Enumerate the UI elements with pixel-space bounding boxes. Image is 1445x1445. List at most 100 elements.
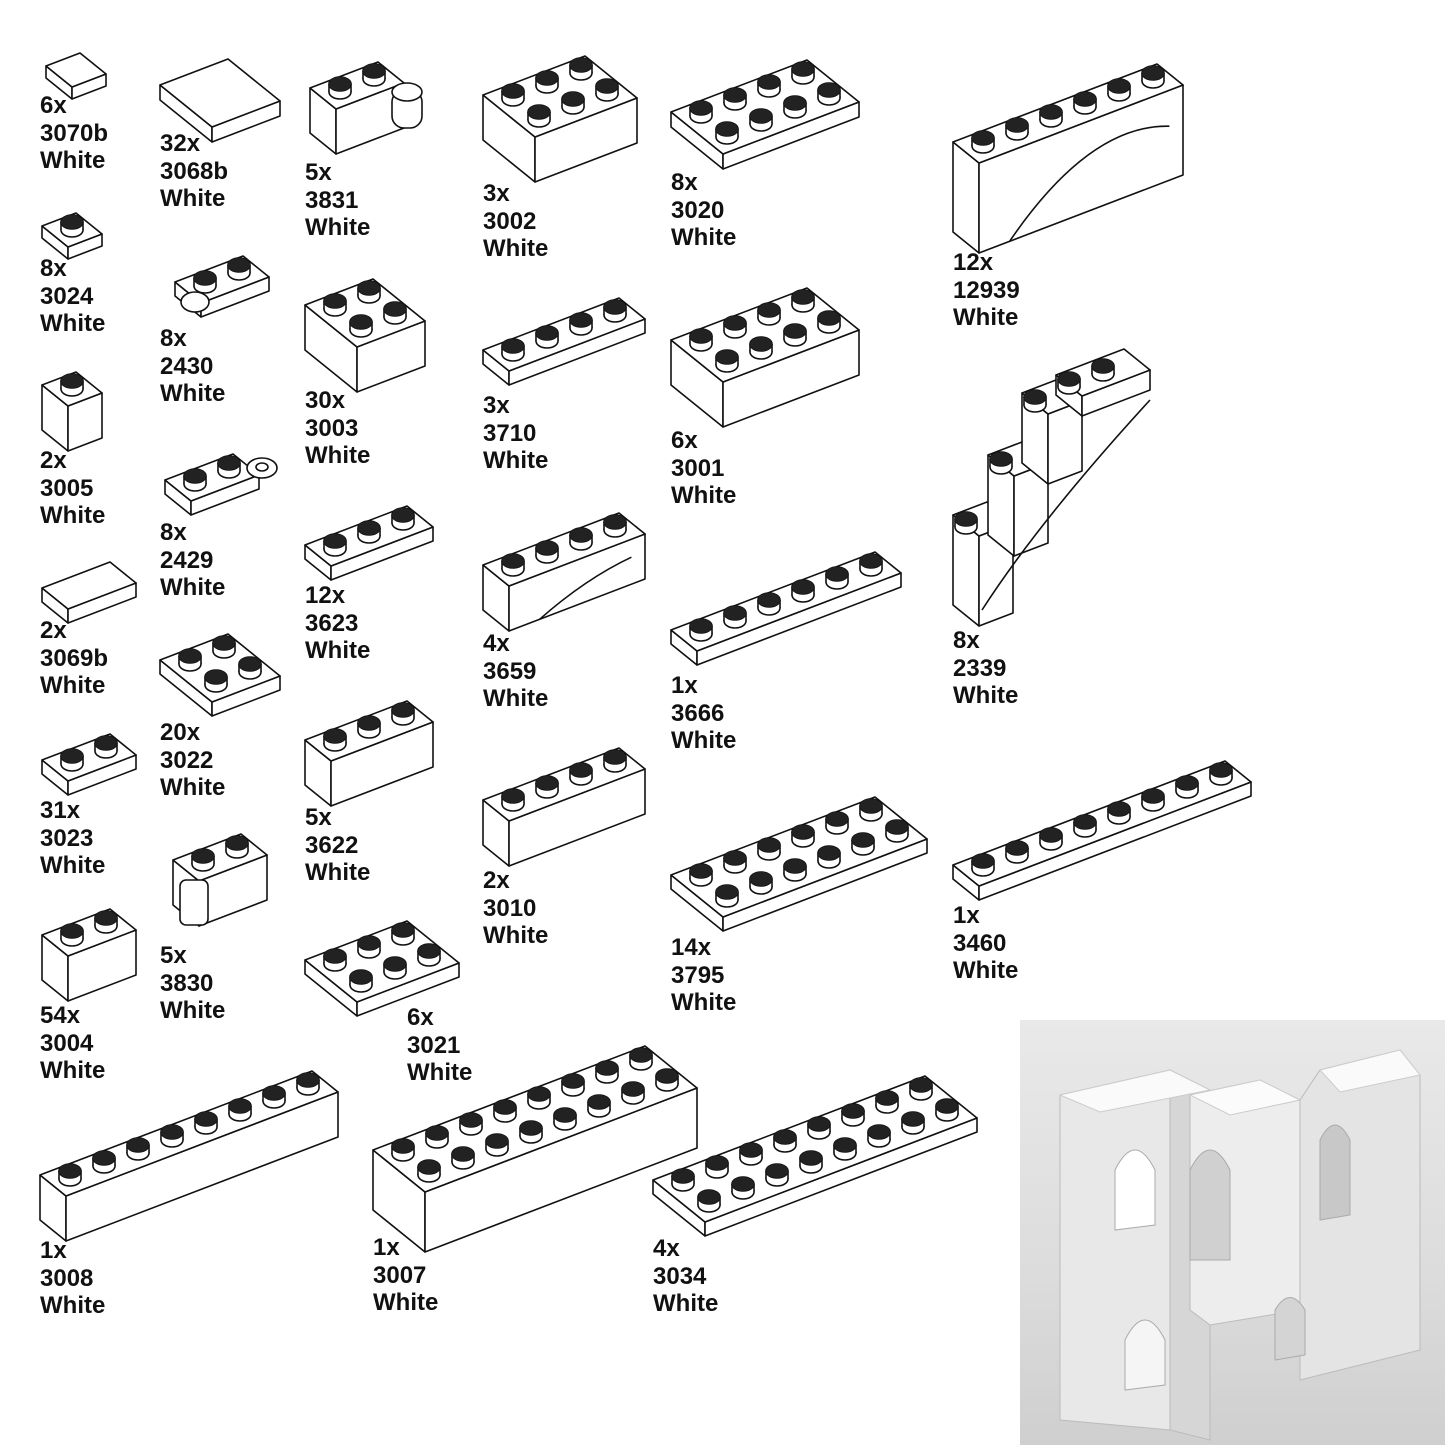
part-quantity: 3x [483,392,510,419]
part-quantity: 1x [40,1237,67,1264]
part-drawing-3710 [482,297,646,386]
part-quantity: 6x [40,92,67,119]
part-quantity: 4x [483,630,510,657]
part-drawing-2339 [952,348,1151,627]
part-quantity: 5x [160,942,187,969]
part-drawing-3024 [41,212,103,260]
part-quantity: 6x [671,427,698,454]
part-quantity: 12x [953,249,994,276]
part-number: 3830 [160,969,214,997]
part-color: White [671,224,737,251]
part-drawing-3460 [952,760,1252,901]
part-quantity: 1x [953,902,980,929]
part-quantity: 6x [407,1004,434,1031]
part-quantity: 5x [305,159,332,186]
part-quantity: 1x [671,672,698,699]
part-drawing-3002 [482,55,638,183]
part-color: White [671,989,737,1016]
part-quantity: 54x [40,1002,81,1029]
part-number: 2339 [953,654,1007,682]
part-quantity: 30x [305,387,346,414]
part-drawing-3795 [670,796,928,932]
part-color: White [160,185,226,212]
part-drawing-3023 [41,733,137,796]
part-number: 3070b [40,119,109,147]
part-quantity: 31x [40,797,81,824]
part-number: 3008 [40,1264,94,1292]
part-number: 3069b [40,644,109,672]
part-quantity: 8x [160,519,187,546]
part-quantity: 8x [953,627,980,654]
part-drawing-2430 [174,255,270,318]
part-number: 3002 [483,207,537,235]
part-quantity: 1x [373,1234,400,1261]
part-number: 3795 [671,961,725,989]
part-color: White [160,774,226,801]
part-color: White [653,1290,719,1317]
part-number: 3007 [373,1261,427,1289]
part-quantity: 8x [40,255,67,282]
part-color: White [305,214,371,241]
part-number: 3023 [40,824,94,852]
part-quantity: 20x [160,719,201,746]
part-drawing-3020 [670,59,860,170]
part-color: White [483,235,549,262]
castle-wall-model-image [1058,1049,1421,1441]
part-number: 3024 [40,282,94,310]
part-quantity: 8x [671,169,698,196]
part-number: 3622 [305,831,359,859]
part-color: White [483,922,549,949]
part-drawing-3659 [482,512,646,632]
part-number: 3034 [653,1262,707,1290]
part-number: 3666 [671,699,725,727]
part-color: White [40,1057,106,1084]
part-color: White [40,502,106,529]
part-drawing-3003 [304,278,426,393]
part-color: White [671,482,737,509]
part-color: White [160,380,226,407]
part-color: White [407,1059,473,1086]
part-color: White [483,447,549,474]
part-number: 3021 [407,1031,461,1059]
part-color: White [40,852,106,879]
part-color: White [40,147,106,174]
part-drawing-12939 [952,63,1184,254]
part-quantity: 3x [483,180,510,207]
part-number: 3020 [671,196,725,224]
part-drawing-3001 [670,287,860,428]
part-number: 3623 [305,609,359,637]
part-number: 3005 [40,474,94,502]
part-number: 3710 [483,419,537,447]
part-drawing-3623 [304,505,434,581]
part-drawing-3068b [159,58,281,143]
part-quantity: 14x [671,934,712,961]
part-quantity: 5x [305,804,332,831]
part-drawing-3004 [41,908,137,1002]
part-drawing-3021 [304,920,460,1017]
part-drawing-3010 [482,747,646,867]
part-color: White [671,727,737,754]
part-drawing-3008 [39,1070,339,1242]
part-number: 2429 [160,546,214,574]
part-quantity: 32x [160,130,201,157]
